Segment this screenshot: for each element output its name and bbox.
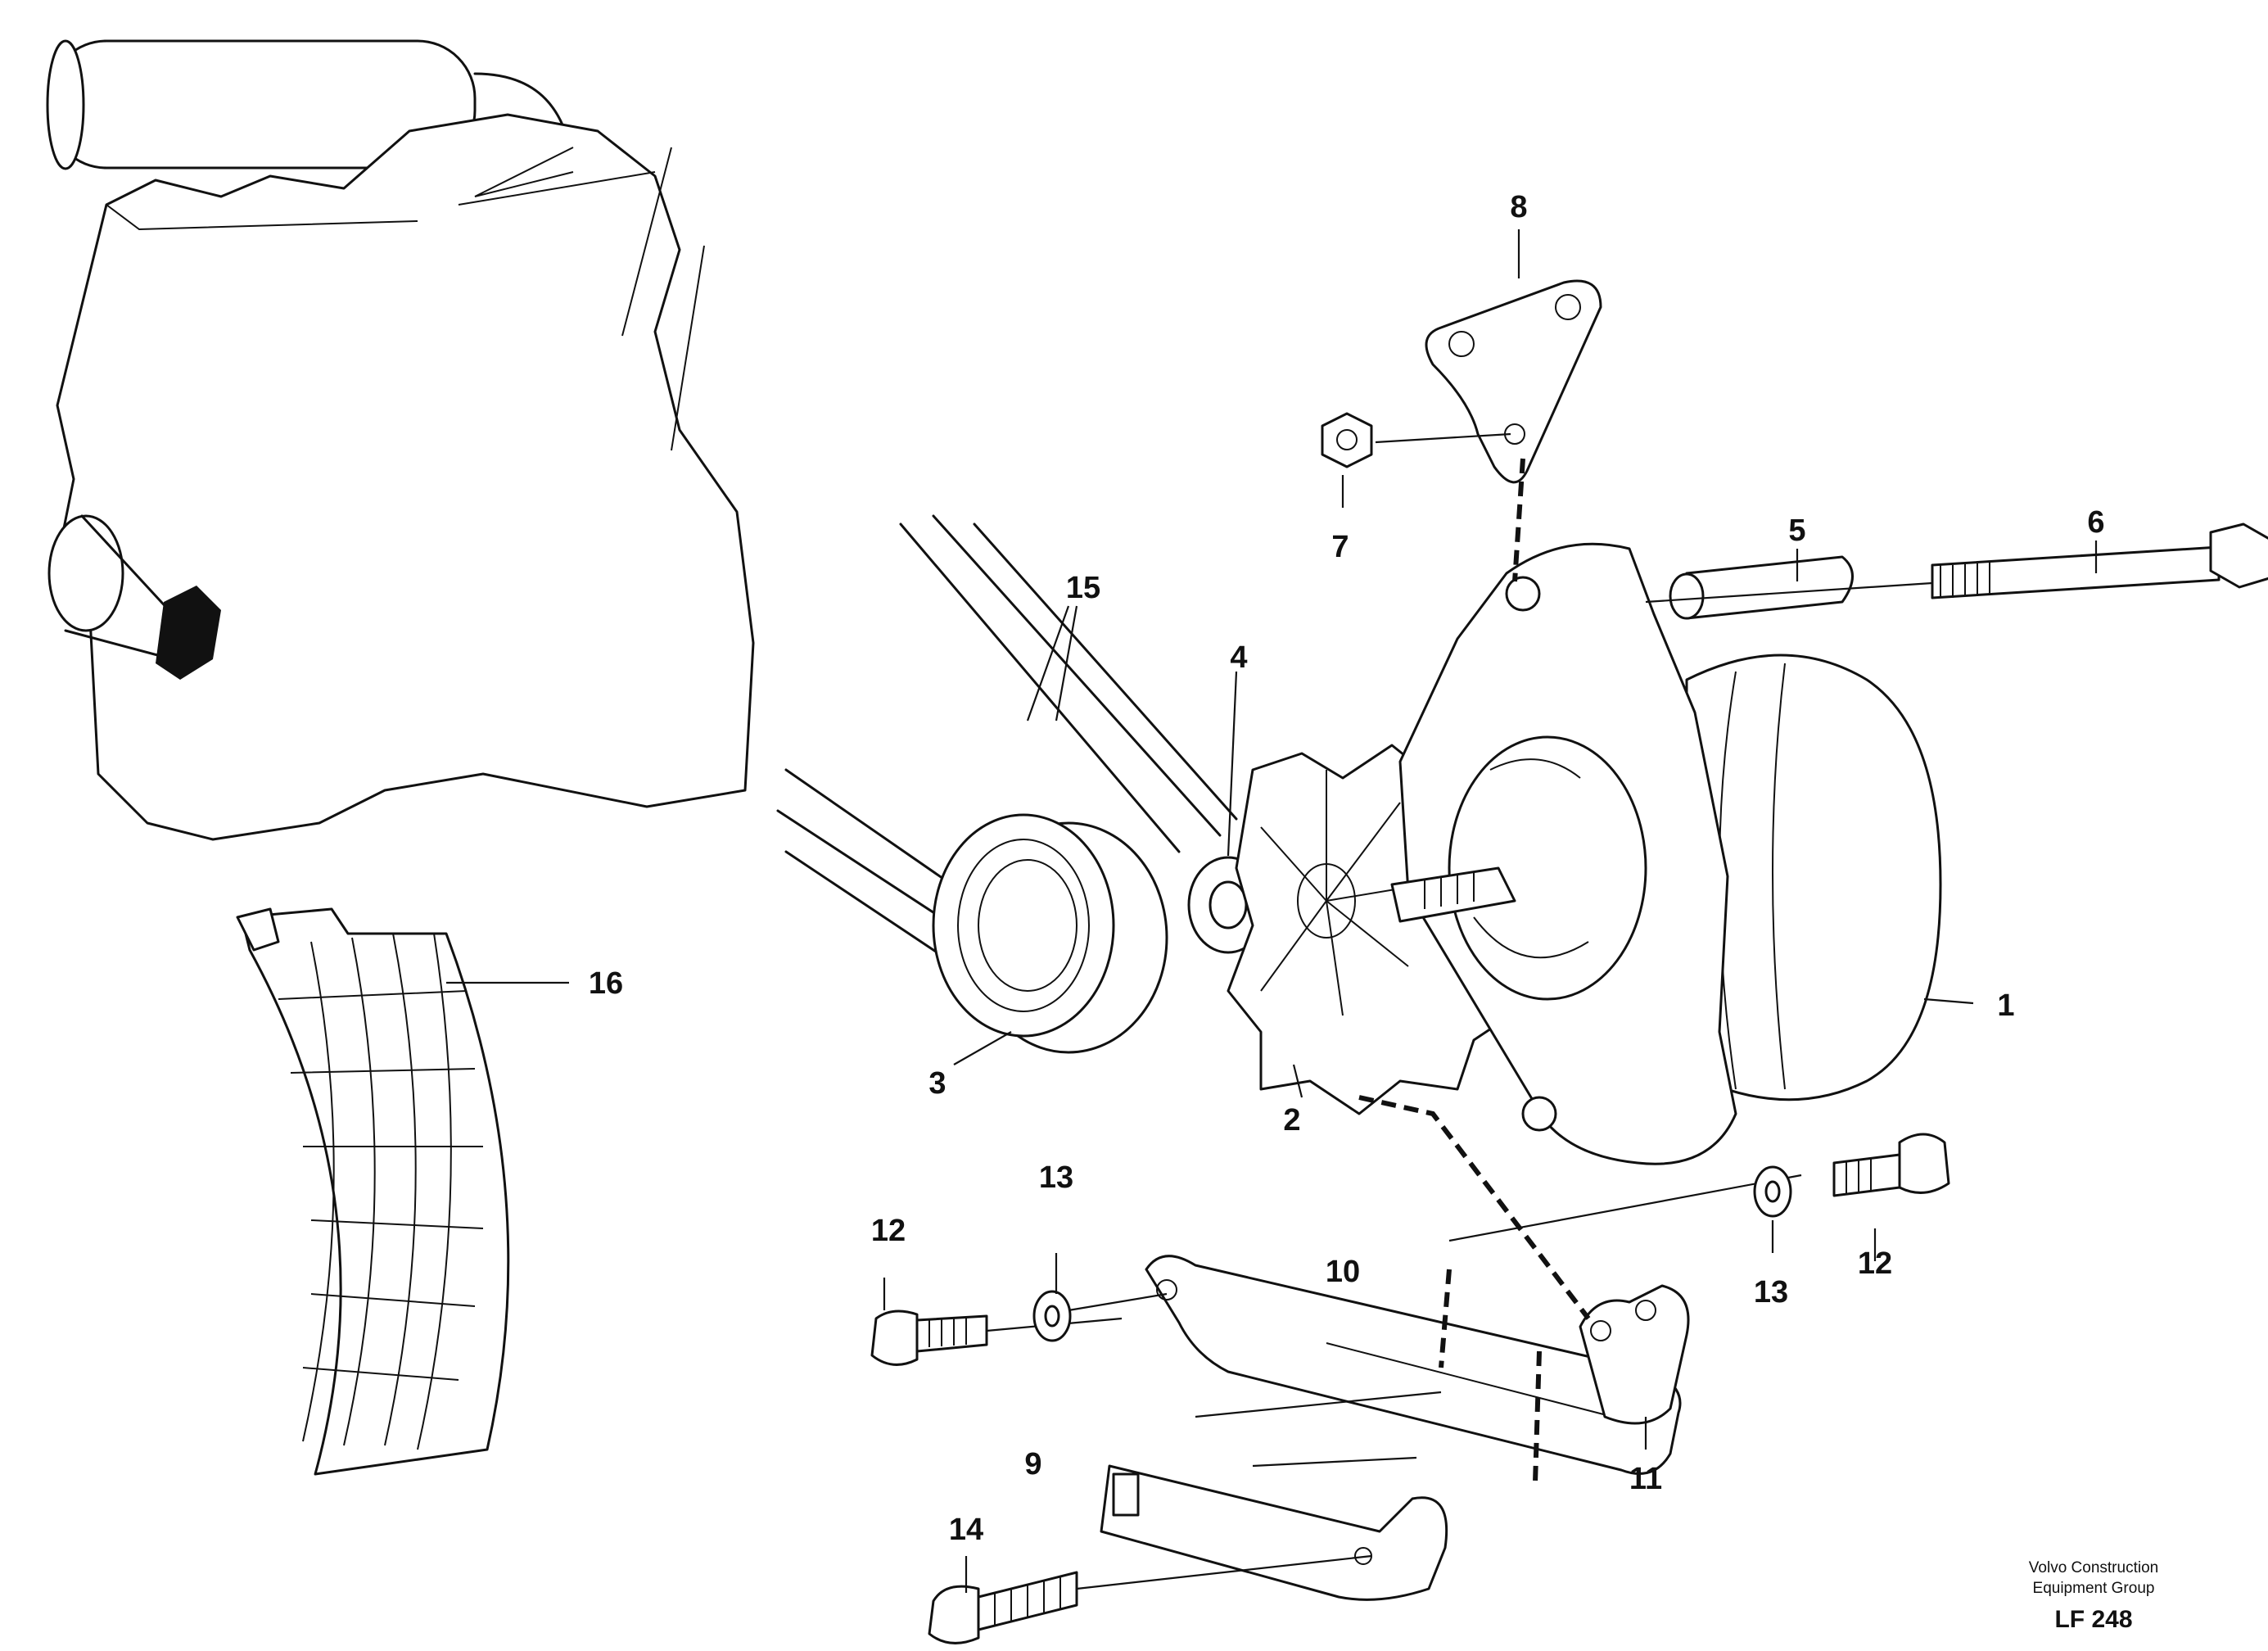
engine-overview bbox=[46, 39, 755, 841]
callout-6: 6 bbox=[2087, 505, 2104, 540]
callout-12-left: 12 bbox=[871, 1214, 906, 1248]
callout-10: 10 bbox=[1326, 1255, 1360, 1289]
callout-13-right: 13 bbox=[1754, 1275, 1788, 1309]
bolt-left bbox=[870, 1309, 1123, 1366]
callout-13-left: 13 bbox=[1039, 1160, 1073, 1195]
callout-7: 7 bbox=[1331, 530, 1349, 564]
footer-credit: Volvo Construction Equipment Group LF 24… bbox=[2029, 1559, 2158, 1633]
assembly-line-upper bbox=[1512, 458, 1525, 582]
callout-3: 3 bbox=[928, 1066, 946, 1101]
callout-4: 4 bbox=[1230, 640, 1247, 675]
callout-8: 8 bbox=[1510, 190, 1527, 224]
upper-bracket bbox=[1425, 279, 1602, 484]
callout-2: 2 bbox=[1283, 1103, 1300, 1138]
credit-line-1: Volvo Construction bbox=[2029, 1559, 2158, 1576]
callout-12-right: 12 bbox=[1858, 1246, 1892, 1281]
callout-16: 16 bbox=[589, 966, 623, 1001]
bolt-right bbox=[1832, 1133, 1950, 1197]
alternator bbox=[1390, 542, 1942, 1165]
callout-9: 9 bbox=[1024, 1447, 1041, 1481]
mounting-bolt bbox=[1645, 522, 2268, 604]
callout-14: 14 bbox=[949, 1513, 983, 1547]
tension-bar bbox=[1145, 1255, 1682, 1475]
callout-numbers: 1 2 3 4 5 6 7 8 9 10 11 12 12 13 13 14 1… bbox=[589, 190, 2105, 1547]
lower-bracket bbox=[1100, 1464, 1448, 1601]
spacer-sleeve bbox=[1669, 555, 1854, 620]
callout-5: 5 bbox=[1788, 513, 1805, 548]
washer-right bbox=[1753, 1165, 1792, 1218]
callout-leaders bbox=[446, 229, 2098, 1593]
credit-line-2: Equipment Group bbox=[2033, 1580, 2155, 1597]
belt-guard-grille bbox=[236, 907, 510, 1476]
callout-1: 1 bbox=[1997, 988, 2014, 1023]
callout-11: 11 bbox=[1629, 1462, 1662, 1496]
figure-code: LF 248 bbox=[2054, 1606, 2132, 1633]
washer-left bbox=[1032, 1290, 1168, 1342]
assembly-line-bar bbox=[1439, 1269, 1452, 1368]
support-clip bbox=[1579, 1284, 1690, 1425]
pulley bbox=[932, 813, 1168, 1054]
bolt-long bbox=[928, 1554, 1372, 1644]
callout-15: 15 bbox=[1066, 571, 1100, 605]
nut bbox=[1321, 412, 1511, 468]
assembly-line-lower bbox=[1358, 1095, 1591, 1320]
